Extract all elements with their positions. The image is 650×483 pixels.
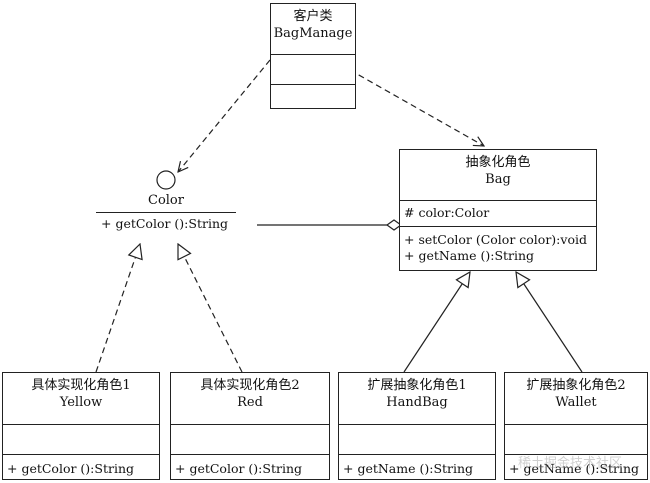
class-stereotype: 客户类	[293, 9, 333, 24]
class-header: 客户类 BagManage	[271, 4, 355, 54]
class-attributes-section	[3, 424, 159, 454]
class-name: HandBag	[386, 395, 448, 410]
class-bag[interactable]: 抽象化角色 Bag # color:Color + setColor (Colo…	[399, 149, 597, 271]
class-operations-section: + getName ():String	[505, 454, 647, 483]
class-name: BagManage	[273, 26, 353, 41]
class-operations-section	[271, 84, 355, 112]
dependency-client-to-color	[178, 59, 271, 172]
class-name: Red	[237, 395, 263, 410]
class-operations-section: + getColor ():String	[3, 454, 159, 483]
class-name: Wallet	[555, 395, 597, 410]
class-header: 抽象化角色 Bag	[400, 150, 596, 200]
class-operation: + setColor (Color color):void	[404, 232, 587, 247]
class-attribute: # color:Color	[404, 205, 490, 220]
class-operation: + getName ():String	[509, 461, 640, 476]
realization-yellow-to-color	[95, 244, 140, 373]
interface-color-divider	[96, 212, 236, 213]
class-operation: + getColor ():String	[7, 461, 135, 476]
class-header: 扩展抽象化角色1 HandBag	[339, 373, 495, 424]
class-stereotype: 具体实现化角色1	[31, 378, 131, 393]
class-red[interactable]: 具体实现化角色2 Red + getColor ():String	[170, 372, 330, 480]
class-operations-section: + setColor (Color color):void + getName …	[400, 226, 596, 274]
class-stereotype: 抽象化角色	[465, 155, 531, 170]
class-operation: + getColor ():String	[175, 461, 303, 476]
class-header: 具体实现化角色2 Red	[171, 373, 329, 424]
interface-lollipop-icon	[156, 170, 176, 190]
class-operation: + getName ():String	[343, 461, 474, 476]
realization-red-to-color	[178, 244, 243, 373]
class-header: 具体实现化角色1 Yellow	[3, 373, 159, 424]
class-operations-section: + getColor ():String	[171, 454, 329, 483]
generalization-handbag-to-bag	[403, 272, 470, 373]
class-handbag[interactable]: 扩展抽象化角色1 HandBag + getName ():String	[338, 372, 496, 480]
interface-color-name: Color	[148, 193, 184, 208]
class-attributes-section	[505, 424, 647, 454]
class-attributes-section	[339, 424, 495, 454]
class-attributes-section: # color:Color	[400, 200, 596, 226]
class-bagmanage[interactable]: 客户类 BagManage	[270, 3, 356, 109]
generalization-wallet-to-bag	[516, 272, 583, 373]
dependency-client-to-bag	[349, 69, 484, 146]
class-operation: + getName ():String	[404, 248, 535, 263]
class-yellow[interactable]: 具体实现化角色1 Yellow + getColor ():String	[2, 372, 160, 480]
class-stereotype: 具体实现化角色2	[200, 378, 300, 393]
class-stereotype: 扩展抽象化角色2	[526, 378, 626, 393]
interface-color-operation: + getColor ():String	[101, 216, 229, 231]
class-header: 扩展抽象化角色2 Wallet	[505, 373, 647, 424]
class-stereotype: 扩展抽象化角色1	[367, 378, 467, 393]
watermark: 稀土掘金技术社区	[518, 456, 623, 471]
class-name: Bag	[485, 172, 511, 187]
class-attributes-section	[171, 424, 329, 454]
class-name: Yellow	[59, 395, 103, 410]
class-attributes-section	[271, 54, 355, 84]
class-operations-section: + getName ():String	[339, 454, 495, 483]
class-wallet[interactable]: 扩展抽象化角色2 Wallet + getName ():String	[504, 372, 648, 480]
